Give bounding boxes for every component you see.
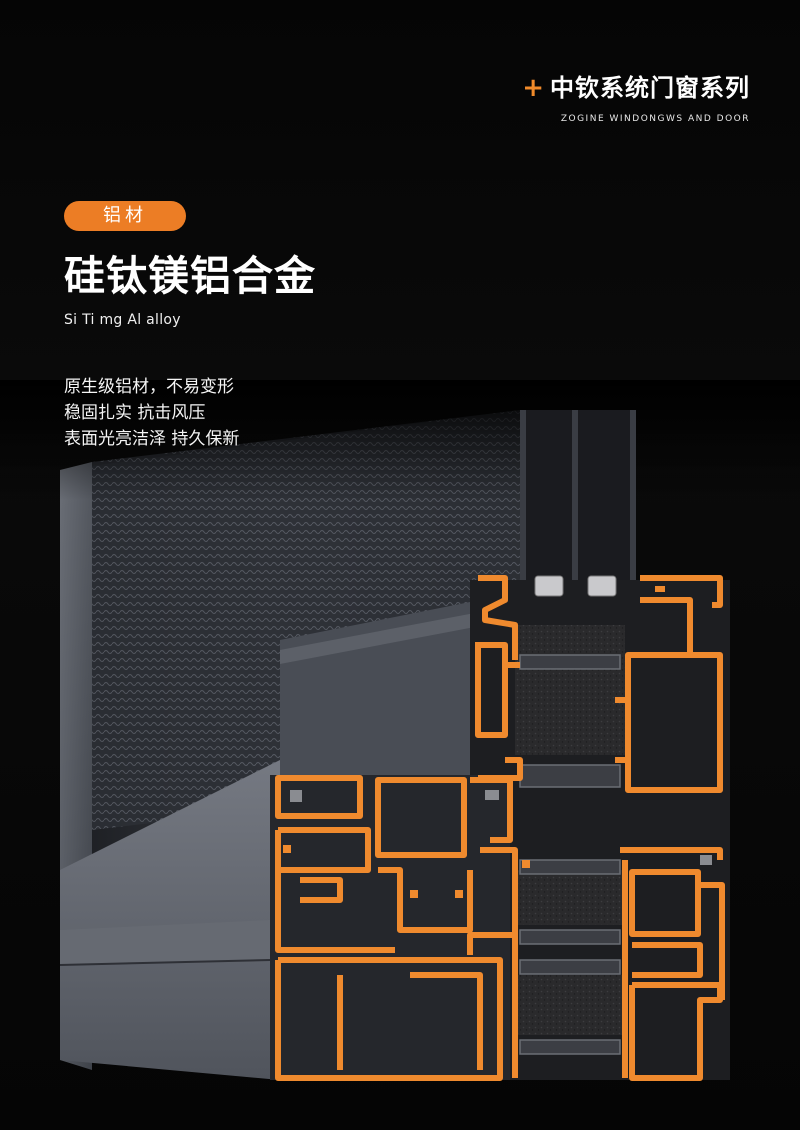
plus-icon: +: [522, 73, 544, 103]
category-tag: 铝材: [64, 201, 186, 231]
page-title: 硅钛镁铝合金: [64, 252, 316, 300]
feature-item: 表面光亮洁泽 持久保新: [64, 429, 240, 449]
page-subtitle: Si Ti mg Al alloy: [64, 312, 181, 328]
feature-list: 原生级铝材，不易变形 稳固扎实 抗击风压 表面光亮洁泽 持久保新: [64, 374, 239, 452]
feature-item: 原生级铝材，不易变形: [64, 377, 234, 397]
brand-name: 中钦系统门窗系列: [550, 74, 750, 102]
brand-english: ZOGINE WINDONGWS AND DOOR: [560, 114, 750, 124]
brand-block: + 中钦系统门窗系列 ZOGINE WINDONGWS AND DOOR: [522, 74, 750, 124]
feature-item: 稳固扎实 抗击风压: [64, 403, 206, 423]
brand-line: + 中钦系统门窗系列: [522, 74, 750, 102]
